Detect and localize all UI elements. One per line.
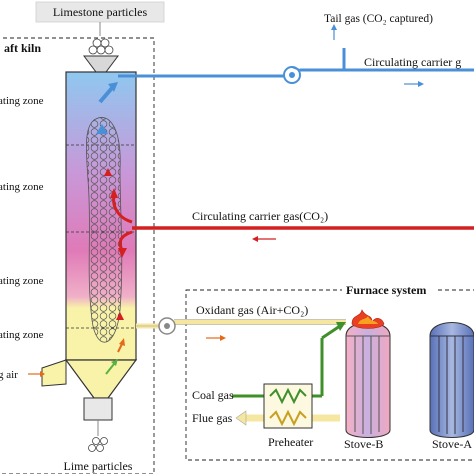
- oxidant-label: Oxidant gas (Air+CO₂): [196, 303, 308, 317]
- stove-a-label: Stove-A: [432, 437, 472, 451]
- oxidant-arrow-head: [220, 335, 226, 341]
- fan-icon: [283, 66, 301, 84]
- air-arrow-head: [40, 371, 45, 377]
- stove-b-label: Stove-B: [344, 437, 383, 451]
- zone-label-3: ating zone: [0, 275, 44, 287]
- flue-gas-label: Flue gas: [192, 411, 233, 425]
- fan-icon: [158, 317, 176, 335]
- particle-pile-icon: [88, 437, 108, 452]
- zone-label-4: ating zone: [0, 329, 44, 341]
- flame-icon: [351, 309, 385, 329]
- kiln-title: aft kiln: [4, 41, 41, 55]
- limestone-label-box: Limestone particles: [35, 1, 165, 23]
- coal-gas-line: [232, 322, 346, 398]
- tail-arrow-head: [331, 24, 337, 30]
- lime-label: Lime particles: [64, 459, 133, 473]
- tail-gas-label: Tail gas (CO₂ captured): [324, 13, 433, 25]
- circ-top-arrow-head: [418, 81, 424, 87]
- stove-b: [345, 322, 391, 438]
- circ-top-label: Circulating carrier g: [364, 55, 461, 69]
- coal-gas-label: Coal gas: [192, 388, 234, 402]
- zone-label-2: ating zone: [0, 181, 44, 193]
- oxidant-line: [136, 319, 346, 329]
- furnace-title-bg: [342, 282, 438, 298]
- zone-label-1: ating zone: [0, 95, 44, 107]
- furnace-system-label: Furnace system: [346, 283, 426, 297]
- circ-mid-label: Circulating carrier gas(CO₂): [192, 209, 328, 223]
- limestone-bed: [85, 117, 123, 343]
- shaft-kiln-boundary: [0, 37, 155, 474]
- preheater-label: Preheater: [268, 435, 313, 449]
- circ-mid-arrow-head: [252, 236, 258, 242]
- flue-gas-line: [235, 410, 340, 426]
- preheater: [263, 383, 313, 429]
- top-circulating-line: [118, 48, 474, 78]
- internal-flow-arrows: [96, 82, 133, 375]
- stove-a: [429, 322, 474, 438]
- furnace-system-boundary: [185, 289, 474, 461]
- limestone-label: Limestone particles: [53, 5, 148, 19]
- air-label: g air: [0, 369, 18, 381]
